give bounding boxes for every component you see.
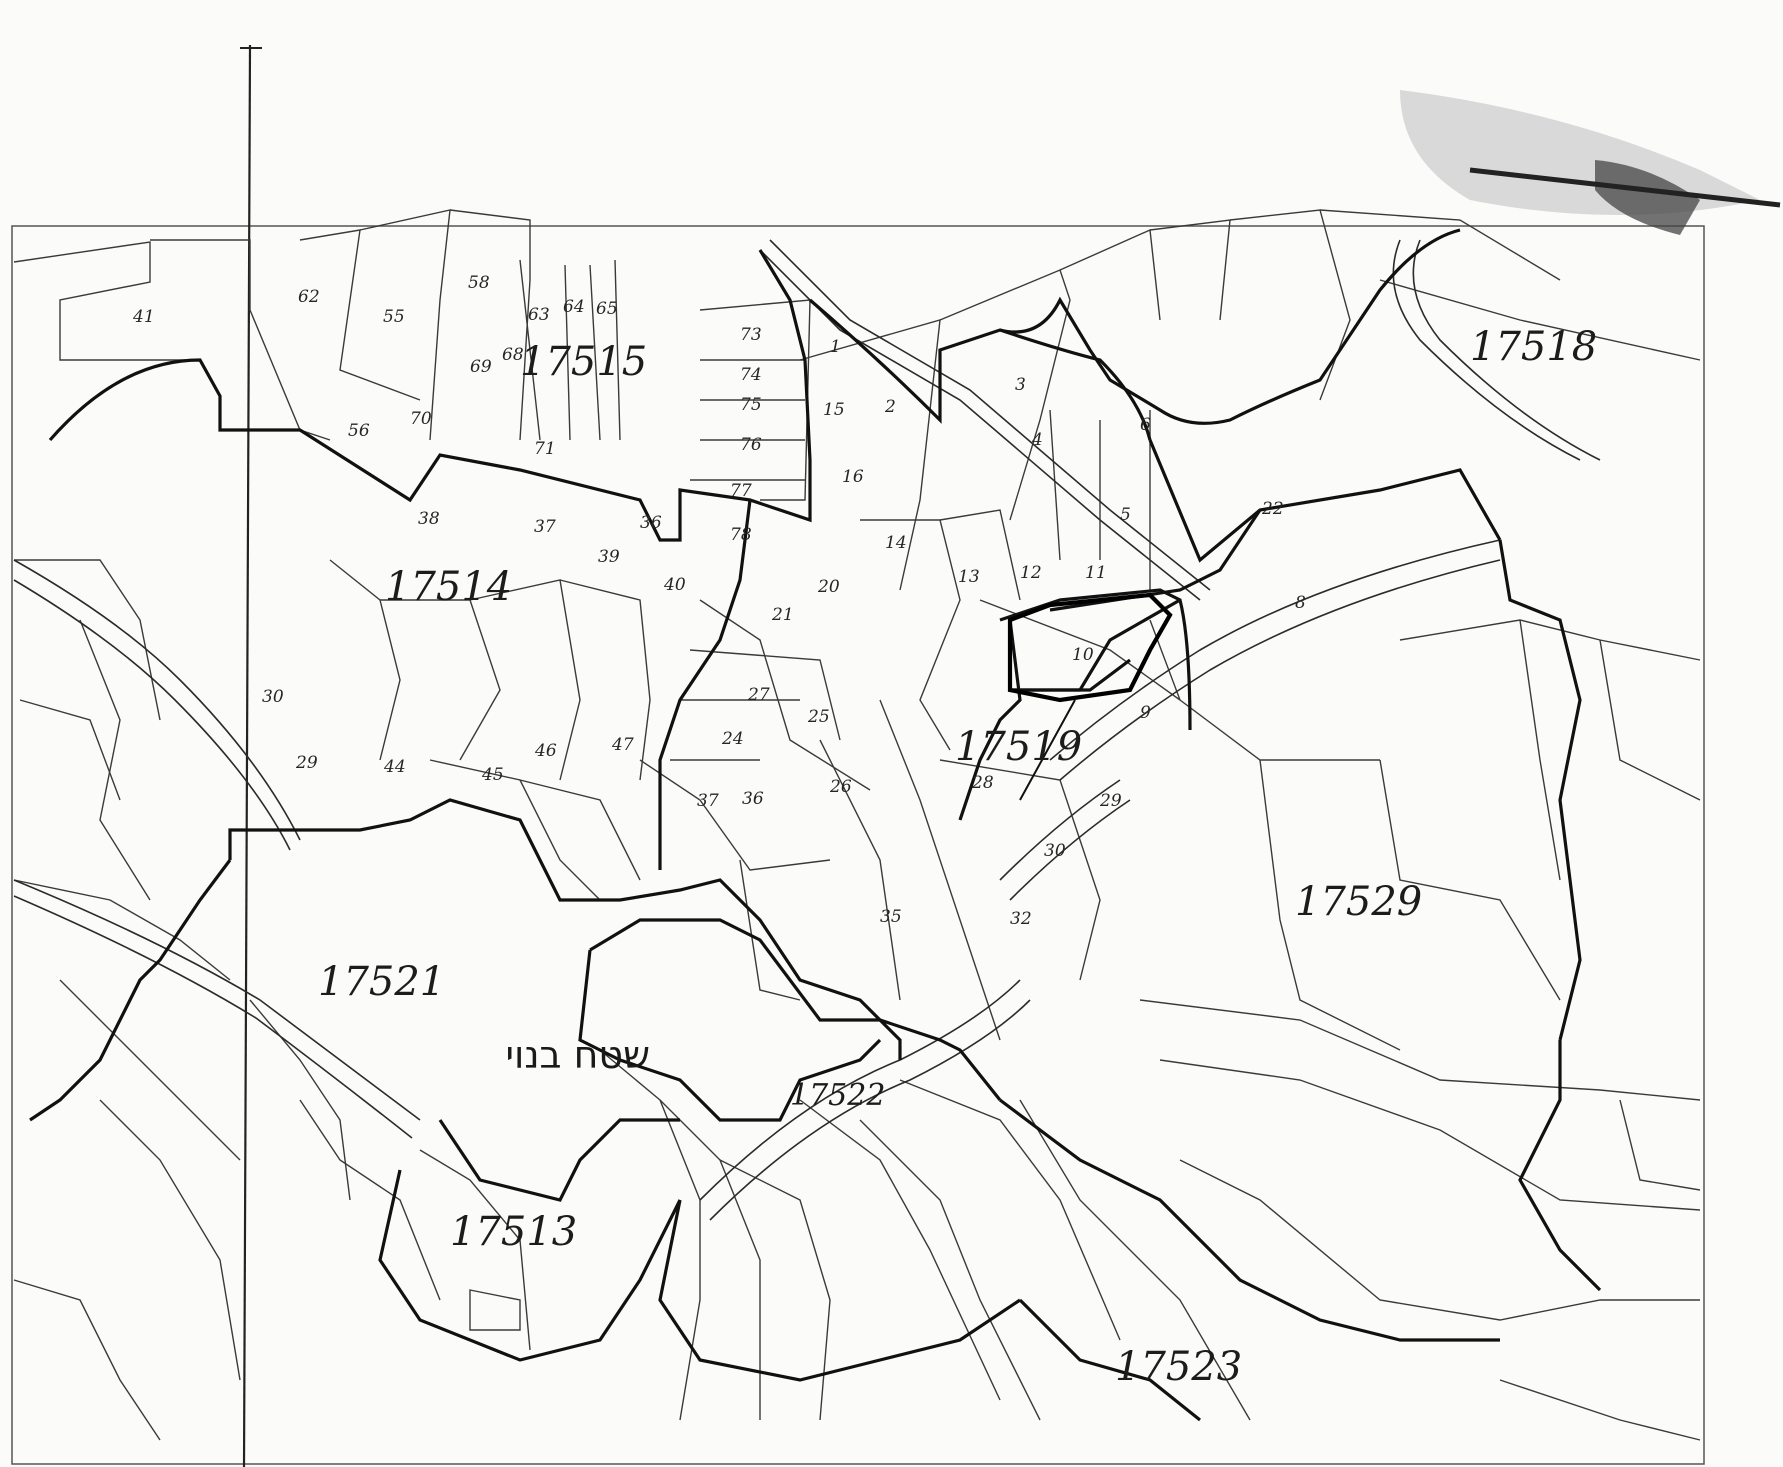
parcel-label: 16 bbox=[842, 467, 864, 487]
parcel-label: 14 bbox=[885, 533, 907, 553]
parcel-label: 44 bbox=[383, 757, 406, 777]
parcel-label: 9 bbox=[1140, 703, 1151, 723]
parcel-label: 75 bbox=[740, 395, 762, 415]
parcel-label: 47 bbox=[611, 735, 634, 755]
map-frame bbox=[11, 225, 1705, 1465]
block-label-17513: 17513 bbox=[450, 1209, 577, 1255]
parcel-label: 39 bbox=[598, 547, 620, 567]
parcel-label: 37 bbox=[697, 791, 719, 811]
block-label-17514: 17514 bbox=[385, 564, 512, 610]
parcel-label: 27 bbox=[747, 685, 770, 705]
parcel-lines bbox=[13, 209, 1701, 1441]
parcel-label: 77 bbox=[730, 481, 752, 501]
parcel-label: 58 bbox=[468, 273, 490, 293]
parcel-label: 36 bbox=[742, 789, 764, 809]
parcel-label: 41 bbox=[132, 307, 155, 327]
block-label-17521: 17521 bbox=[318, 959, 445, 1005]
parcel-label: 76 bbox=[740, 435, 762, 455]
parcel-label: 32 bbox=[1010, 909, 1032, 929]
parcel-label: 5 bbox=[1120, 505, 1131, 525]
parcel-label: 3 bbox=[1015, 375, 1026, 395]
parcel-label: 69 bbox=[470, 357, 492, 377]
parcel-label: 35 bbox=[880, 907, 902, 927]
scan-smudge-dark bbox=[1595, 160, 1700, 235]
parcel-label: 13 bbox=[958, 567, 980, 587]
parcel-label: 55 bbox=[383, 307, 405, 327]
parcel-label: 15 bbox=[823, 400, 845, 420]
parcel-label: 40 bbox=[663, 575, 686, 595]
parcel-label: 63 bbox=[528, 305, 550, 325]
block-label-17529: 17529 bbox=[1295, 879, 1422, 925]
scan-stroke bbox=[1469, 167, 1781, 208]
parcel-label: 8 bbox=[1295, 593, 1306, 613]
parcel-label: 1 bbox=[830, 337, 841, 357]
block-label-17519: 17519 bbox=[955, 724, 1082, 770]
parcel-label: 12 bbox=[1020, 563, 1042, 583]
parcel-label: 20 bbox=[817, 577, 840, 597]
block-label-17518: 17518 bbox=[1470, 324, 1597, 370]
parcel-label: 68 bbox=[502, 345, 524, 365]
parcel-label: 74 bbox=[740, 365, 762, 385]
parcel-label: 62 bbox=[298, 287, 320, 307]
parcel-label: 28 bbox=[971, 773, 994, 793]
parcel-label: 6 bbox=[1140, 415, 1151, 435]
parcel-label: 64 bbox=[563, 297, 585, 317]
parcel-label: 2 bbox=[884, 397, 896, 417]
parcel-label: 22 bbox=[1261, 499, 1284, 519]
block-label-17523: 17523 bbox=[1115, 1344, 1242, 1390]
highlighted-parcel bbox=[1007, 592, 1173, 703]
parcel-label: 56 bbox=[348, 421, 370, 441]
parcel-number-labels: 41 62 58 55 63 64 65 68 69 73 74 75 76 7… bbox=[132, 273, 1306, 929]
parcel-label: 25 bbox=[807, 707, 830, 727]
parcel-label: 24 bbox=[721, 729, 744, 749]
parcel-label: 29 bbox=[1099, 791, 1122, 811]
block-label-17515: 17515 bbox=[520, 339, 647, 385]
parcel-label: 45 bbox=[481, 765, 504, 785]
parcel-label: 73 bbox=[740, 325, 762, 345]
parcel-label: 78 bbox=[730, 525, 752, 545]
parcel-label: 46 bbox=[534, 741, 557, 761]
parcel-label: 26 bbox=[829, 777, 852, 797]
block-boundaries bbox=[29, 228, 1602, 1422]
parcel-label: 36 bbox=[640, 513, 662, 533]
block-label-17522: 17522 bbox=[790, 1078, 885, 1113]
parcel-label: 11 bbox=[1085, 563, 1107, 583]
parcel-label: 65 bbox=[596, 299, 618, 319]
parcel-label: 37 bbox=[534, 517, 556, 537]
built-area-label: שטח בנוי bbox=[505, 1033, 650, 1077]
pointer-line bbox=[1019, 699, 1076, 801]
parcel-label: 71 bbox=[534, 439, 556, 459]
parcel-label: 70 bbox=[410, 409, 432, 429]
parcel-label: 4 bbox=[1031, 430, 1043, 450]
parcel-label: 21 bbox=[771, 605, 794, 625]
parcel-label: 10 bbox=[1072, 645, 1094, 665]
parcel-label: 38 bbox=[418, 509, 440, 529]
parcel-label: 29 bbox=[295, 753, 318, 773]
parcel-label: 30 bbox=[1044, 841, 1066, 861]
parcel-label: 30 bbox=[262, 687, 284, 707]
